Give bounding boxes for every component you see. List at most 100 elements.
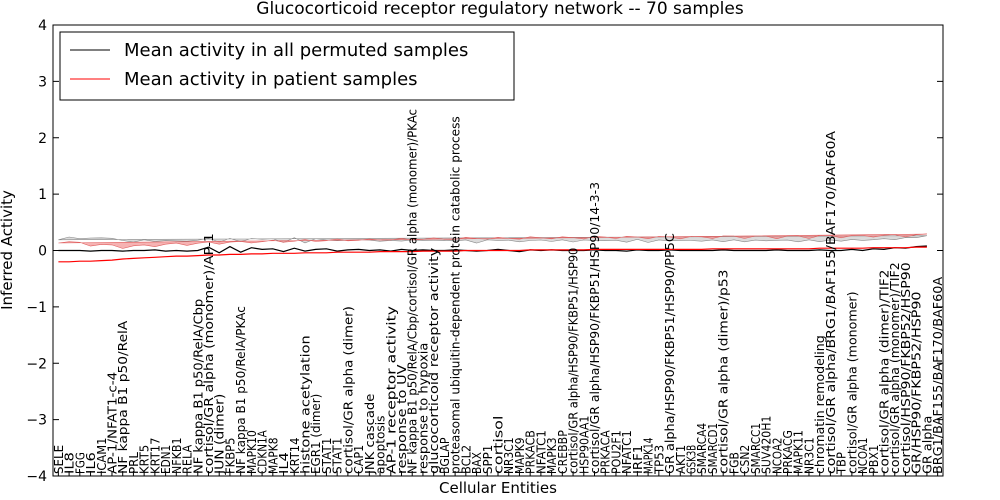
legend: Mean activity in all permuted samples Me… (59, 31, 515, 101)
x-tick-label: NR3C1 (802, 438, 817, 475)
x-tick-label: EDN1 (158, 445, 173, 474)
x-tick-label: NFATC1 (619, 430, 634, 474)
x-tick-label: BRG1/BAF155/BAF170/BAF60A (930, 276, 945, 474)
x-tick-label: cortisol/GR alpha (dimer) (340, 306, 355, 474)
x-tick-label: JUN (dimer) (212, 394, 227, 475)
x-axis-label: Cellular Entities (439, 479, 557, 497)
x-tick-label: GR alpha/HSP90/FKBP51/HSP90/PP5C (662, 233, 677, 474)
x-tick-label: NFATC1 (533, 430, 548, 474)
x-tick-label: PBX1 (866, 445, 881, 474)
x-tick-label: proteasomal ubiquitin-dependent protein … (448, 116, 463, 474)
x-tick-label: BAX (469, 452, 484, 474)
x-tick-label: STAT1 (319, 438, 334, 475)
y-tick-label: 2 (38, 131, 47, 147)
x-tick-label: BCL2 (458, 445, 473, 474)
x-tick-label: EGR1 (dimer) (308, 394, 323, 474)
patient-spread-band (58, 233, 927, 249)
x-tick-label: CSN2 (737, 445, 752, 474)
x-tick-label: MAPK3 (544, 438, 559, 475)
x-tick-label: PRKACG (780, 430, 795, 474)
x-tick-label: AKT1 (673, 445, 688, 474)
x-tick-label: glucocorticoid receptor activity (426, 247, 441, 474)
y-tick-label: −3 (26, 413, 47, 429)
y-tick-label: 0 (38, 244, 47, 260)
x-tick-label: KRT14 (287, 437, 302, 474)
x-tick-label: GR/HSP90/FKBP52/HSP90 (909, 291, 924, 474)
x-tick-label: BGLAP (437, 437, 452, 474)
x-tick-label: PRL (126, 452, 141, 474)
plot-area (58, 233, 927, 263)
x-tick-label: TBP (834, 452, 849, 475)
x-tick-label: MAPK8 (265, 437, 280, 474)
x-tick-label: MAPK11 (791, 430, 806, 474)
chart-title: Glucocorticoid receptor regulatory netwo… (256, 0, 744, 19)
x-tick-label: CAP1 (351, 445, 366, 474)
x-tick-label: SELE (51, 445, 66, 474)
x-tick-label: NF kappa B1 p50/RelA/Cbp/cortisol/GR alp… (405, 109, 420, 474)
y-tick-label: −1 (26, 300, 47, 316)
x-tick-label: FKBP5 (222, 438, 237, 475)
x-tick-label: SPP1 (480, 445, 495, 474)
x-tick-label: FGG (72, 452, 87, 474)
x-tick-label: NF kappa B1 p50/RelA/Cbp (190, 299, 205, 474)
x-tick-label: cortisol/GR alpha/BRG1/BAF155/BAF170/BAF… (823, 130, 838, 474)
x-tick-label: ICAM1 (94, 438, 109, 475)
y-tick-label: 1 (38, 187, 47, 203)
x-tick-label: apoptosis (373, 416, 388, 474)
x-tick-label: IL8 (62, 452, 77, 474)
x-tick-label: NCOA2 (769, 438, 784, 475)
x-tick-label: POU2F1 (609, 430, 624, 474)
x-tick-label: CREBBP (555, 430, 570, 474)
x-tick-label: SMARCD1 (705, 423, 720, 474)
x-tick-label: chromatin remodeling (812, 335, 827, 474)
x-tick-label: cortisol/GR alpha/HSP90/FKBP51/HSP90/14-… (587, 182, 602, 474)
y-tick-label: 4 (38, 18, 47, 34)
y-axis-label: Inferred Activity (0, 190, 16, 310)
x-tick-label: MAPK10 (244, 430, 259, 474)
x-tick-label: JNK cascade (362, 393, 377, 475)
x-tick-label: response to UV (394, 364, 409, 474)
y-tick-label: −2 (26, 356, 47, 372)
y-axis: −4 −3 −2 −1 0 1 2 3 4 (26, 18, 943, 485)
x-tick-label: PRKACA (598, 430, 613, 474)
x-tick-label: response to hypoxia (415, 343, 430, 474)
x-tick-label: cortisol/GR alpha (monomer) (844, 292, 859, 475)
x-tick-label: HSP90AA1 (576, 416, 591, 474)
x-tick-label: TP53 (651, 445, 666, 475)
x-tick-label: AP-1/NFAT1-c-4 (105, 372, 120, 474)
x-tick-label: NFKB1 (169, 438, 184, 475)
x-tick-label: PRKACB (523, 430, 538, 474)
legend-entry-patient: Mean activity in patient samples (124, 69, 418, 90)
legend-box (59, 31, 515, 101)
x-tick-label: SMARCA4 (694, 423, 709, 474)
x-tick-label: MAPK9 (512, 437, 527, 474)
x-tick-label: SUV420H1 (759, 416, 774, 474)
x-tick-label: IRF1 (630, 445, 645, 474)
x-tick-label: histone acetylation (298, 335, 313, 474)
x-tick-label: CDKN1A (255, 430, 270, 474)
y-tick-label: 3 (38, 74, 47, 90)
x-tick-label: MAPK14 (641, 437, 656, 474)
x-tick-label: cortisol/GR alpha (dimer)/p53 (716, 270, 731, 474)
x-tick-label: NR3C1 (501, 438, 516, 475)
x-tick-label: NCOA1 (855, 438, 870, 475)
x-tick-label: IL6 (83, 452, 98, 474)
x-tick-label: RELA (180, 444, 195, 474)
legend-entry-permuted: Mean activity in all permuted samples (124, 40, 468, 61)
x-tick-label: STAT1 (330, 438, 345, 475)
x-tick-label: cortisol/GR alpha (monomer)/AP-1 (201, 233, 216, 474)
x-tick-label: GR alpha (919, 416, 934, 474)
x-tick-label: cortisol/GR alpha/HSP90/FKBP51/HSP90 (566, 248, 581, 474)
x-tick-label: SMARCC1 (748, 423, 763, 474)
x-tick-label: cortisol (491, 416, 506, 474)
x-tick-label: NF kappa B1 p50/RelA/PKAc (233, 306, 248, 474)
x-tick-label: IL4 (276, 452, 291, 474)
x-tick-label: KRT5 (137, 445, 152, 474)
y-tick-label: −4 (26, 469, 47, 485)
x-tick-label: cortisol/GR alpha (dimer)/TIF2 (877, 270, 892, 474)
x-tick-label: AP-1 receptor activity (383, 305, 398, 474)
series-line-patient (58, 246, 927, 263)
x-tick-label: KRT17 (147, 438, 162, 475)
